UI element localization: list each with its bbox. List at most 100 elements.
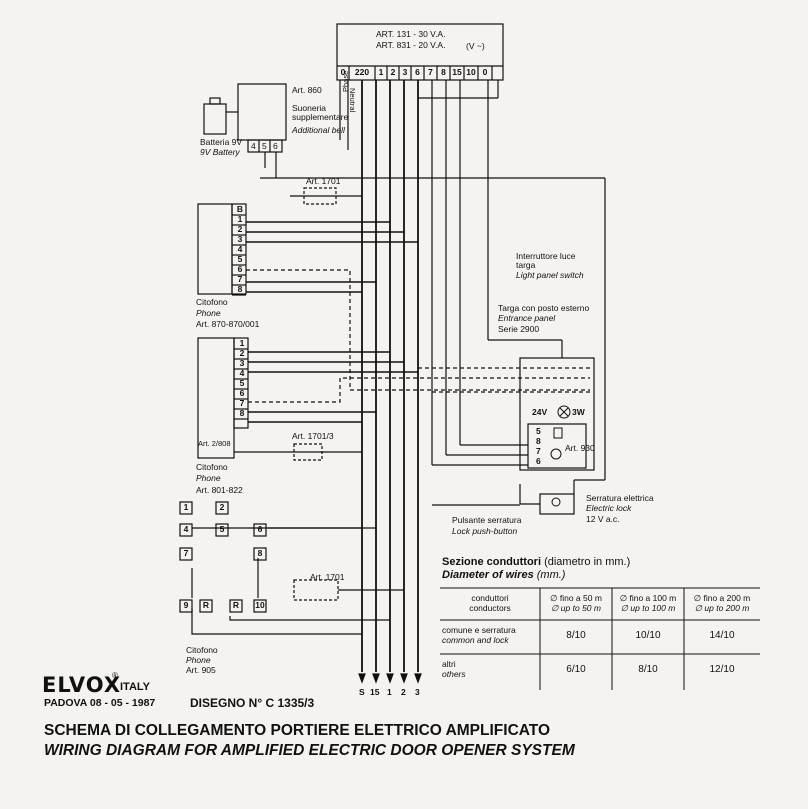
phone3-terminal: R: [202, 600, 210, 610]
bell-term-4: 4: [251, 141, 256, 151]
relay-mid-label: Art. 1701/3: [292, 431, 334, 441]
table-row1-it: comune e serratura: [442, 625, 516, 635]
top-terminal-8: 15: [452, 67, 462, 77]
transformer-voltage: (V ~): [466, 41, 485, 51]
transformer-line1: ART. 131 - 30 V.A.: [376, 29, 446, 39]
bell-term-6: 6: [273, 141, 278, 151]
table-cell: 10/10: [635, 630, 661, 641]
table-row2-it: altri: [442, 659, 456, 669]
phone3-terminal: R: [232, 600, 240, 610]
table-header-100: ∅ fino a 100 m∅ up to 100 m: [619, 593, 677, 613]
phone1-body: [197, 203, 233, 295]
pushbutton-it: Pulsante serratura: [452, 515, 522, 525]
place-date: PADOVA 08 - 05 - 1987: [44, 697, 156, 709]
phone2-terminal: 5: [239, 378, 245, 388]
phone1-terminal: 8: [237, 284, 243, 294]
phone2-en: Phone: [196, 473, 221, 483]
table-row1-en: common and lock: [442, 635, 509, 645]
phone3-terminal: 2: [219, 502, 225, 512]
bell-label-it: Suoneria supplementare: [292, 103, 349, 123]
entrance-serie: Serie 2900: [498, 324, 540, 334]
bottom-term-15: 15: [370, 687, 380, 697]
phone3-terminal: 4: [183, 524, 189, 534]
battery-label-it: Batteria 9V: [200, 137, 243, 147]
speaker-art: Art. 930: [565, 443, 595, 453]
transformer-box: [336, 23, 504, 81]
light-switch-en: Light panel switch: [516, 270, 584, 280]
phone2-terminal: 2: [239, 348, 245, 358]
bell-art: Art. 860: [292, 85, 322, 95]
entrance-it: Targa con posto esterno: [498, 303, 590, 313]
title-italian: SCHEMA DI COLLEGAMENTO PORTIERE ELETTRIC…: [44, 722, 551, 739]
phone3-terminal: 6: [257, 524, 263, 534]
top-terminal-6: 7: [428, 67, 433, 77]
phone2-it: Citofono: [196, 462, 228, 472]
top-terminal-9: 10: [466, 67, 476, 77]
top-terminal-0: 0: [340, 67, 346, 77]
phone2-terminal: 8: [239, 408, 245, 418]
top-terminal-4: 3: [402, 67, 408, 77]
phone2-art: Art. 801-822: [196, 485, 243, 495]
phone1-terminal: 4: [237, 244, 243, 254]
lock-it: Serratura elettrica: [586, 493, 654, 503]
table-row2-en: others: [442, 669, 466, 679]
top-terminal-2: 1: [378, 67, 384, 77]
top-terminal-10: 0: [482, 67, 488, 77]
top-terminal-1: 220: [354, 67, 370, 77]
phone1-art: Art. 870-870/001: [196, 319, 260, 329]
logo-registered: ®: [112, 671, 118, 680]
bottom-term-3: 3: [415, 687, 420, 697]
speaker-terminal: 8: [536, 436, 541, 446]
phone1-terminal: 5: [237, 254, 243, 264]
phone3-terminal: 10: [255, 600, 265, 610]
lock-voltage: 12 V a.c.: [586, 514, 620, 524]
phone2-terminal: 1: [239, 338, 245, 348]
speaker-terminal: 5: [536, 426, 541, 436]
phone2-terminal: 7: [239, 398, 245, 408]
phone1-terminal: 1: [237, 214, 243, 224]
bottom-term-2: 2: [401, 687, 406, 697]
lock-en: Electric lock: [586, 503, 632, 513]
logo-country: ITALY: [120, 681, 150, 693]
table-cell: 14/10: [709, 630, 735, 641]
relay-top-label: Art. 1701: [306, 176, 341, 186]
phone1-terminal: 2: [237, 224, 243, 234]
phone1-it: Citofono: [196, 297, 228, 307]
phone3-terminal: 7: [183, 548, 189, 558]
bottom-term-s: S: [359, 687, 365, 697]
phone3-en: Phone: [186, 655, 211, 665]
table-cell: 8/10: [638, 664, 658, 675]
entrance-en: Entrance panel: [498, 313, 556, 323]
top-terminal-7: 8: [441, 67, 446, 77]
table-cell: 12/10: [709, 664, 735, 675]
phone3-terminal: 5: [219, 524, 225, 534]
phone1-terminal: B: [236, 204, 244, 214]
battery-label-en: 9V Battery: [200, 147, 240, 157]
lamp-watt: 3W: [572, 407, 585, 417]
phone1-terminal: 7: [237, 274, 243, 284]
elvox-logo: ELVOX: [42, 673, 122, 697]
phone1-terminal: 6: [237, 264, 243, 274]
microphone-icon: [550, 448, 562, 460]
drawing-number: DISEGNO N° C 1335/3: [190, 696, 315, 710]
speaker-terminal: 7: [536, 446, 541, 456]
speaker-terminal: 6: [536, 456, 541, 466]
light-switch-it: Interruttore luce targa: [516, 251, 576, 271]
phone2-terminal: 6: [239, 388, 245, 398]
phone1-terminal: 3: [237, 234, 243, 244]
electric-lock: [539, 493, 575, 515]
lamp-voltage: 24V: [532, 407, 548, 417]
phone3-art: Art. 905: [186, 665, 216, 675]
table-header-50: ∅ fino a 50 m∅ up to 50 m: [550, 593, 602, 613]
phone2-terminal: 4: [239, 368, 245, 378]
top-terminal-5: 6: [415, 67, 420, 77]
transformer-line2: ART. 831 - 20 V.A.: [376, 40, 446, 50]
top-terminal-3: 2: [390, 67, 396, 77]
table-header-200: ∅ fino a 200 m∅ up to 200 m: [693, 593, 751, 613]
speaker-icon: [553, 427, 563, 439]
phone3-it: Citofono: [186, 645, 218, 655]
bell-label-en: Additional bell: [292, 125, 345, 135]
relay-bottom-label: Art. 1701: [310, 572, 345, 582]
